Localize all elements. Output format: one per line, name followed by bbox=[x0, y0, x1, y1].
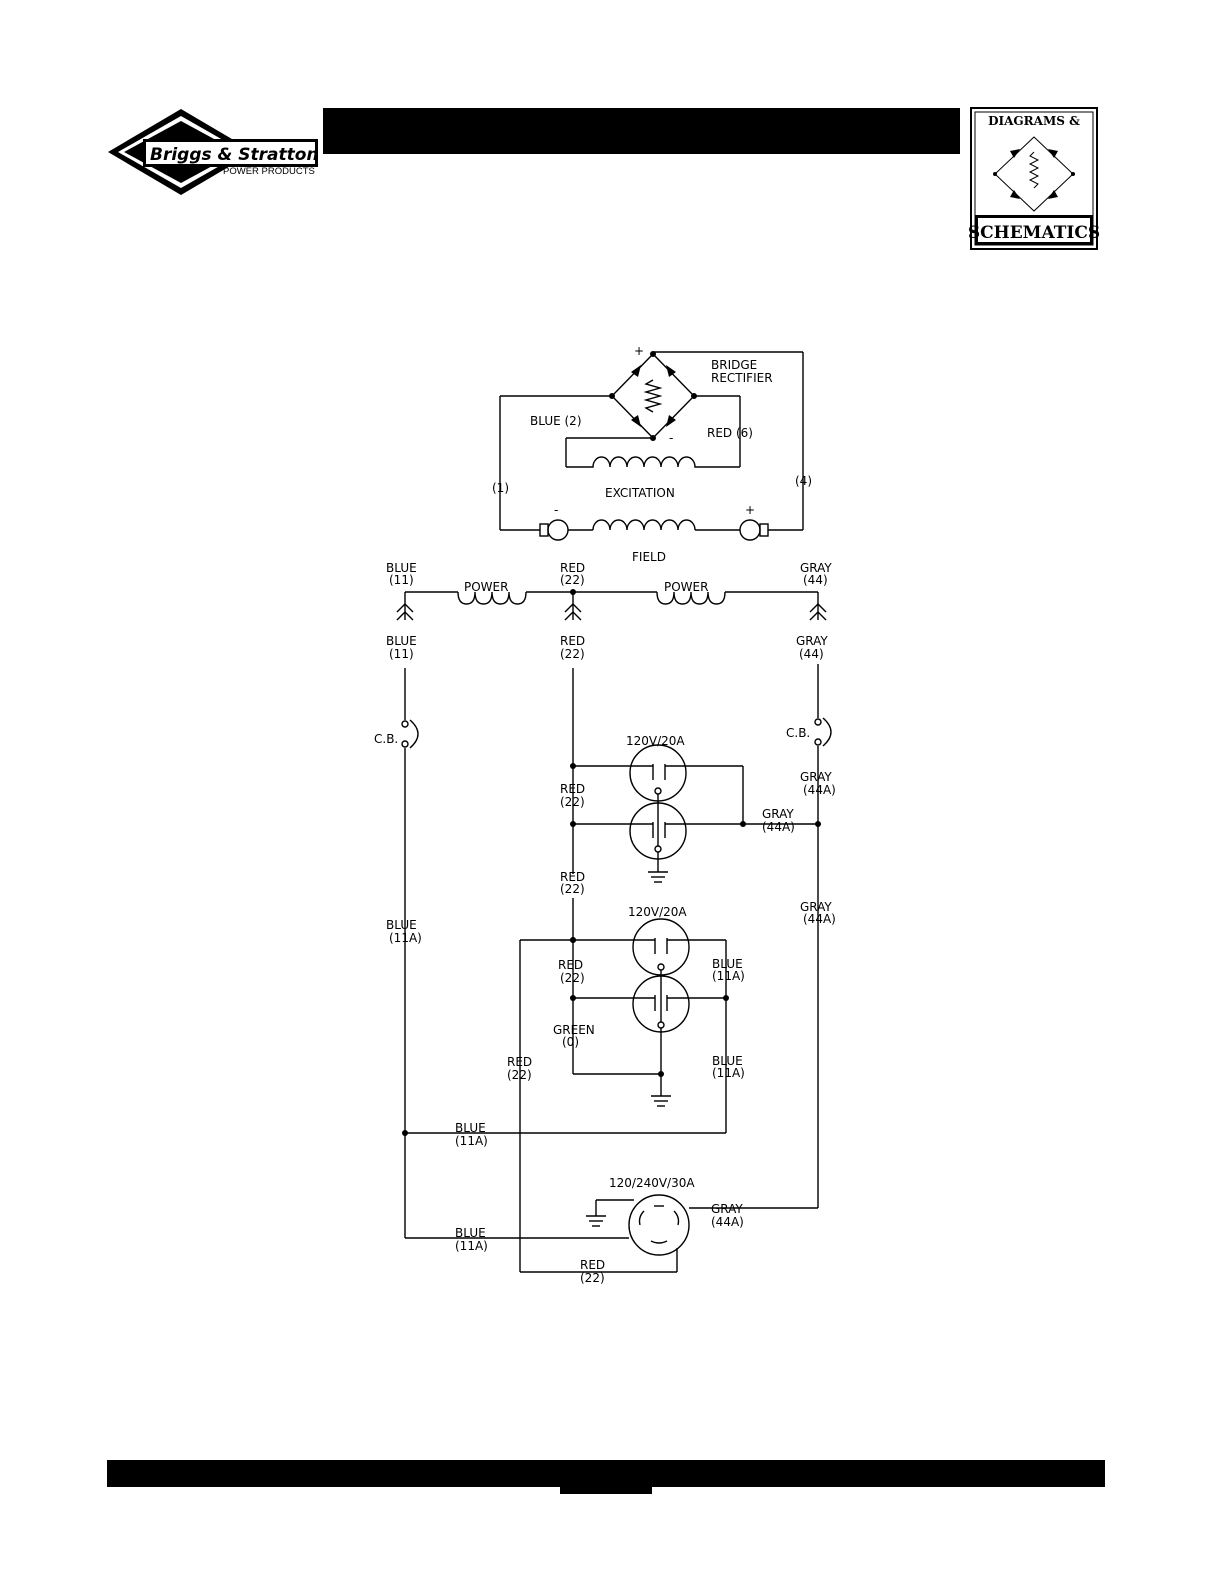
badge-top-text: DIAGRAMS & bbox=[988, 114, 1080, 128]
blue-11a-left-num: (11A) bbox=[389, 931, 422, 945]
rec1-gray-num: (44A) bbox=[762, 820, 795, 834]
rec2-blue-low-num: (11A) bbox=[712, 1066, 745, 1080]
bridge-label-1: BRIDGE bbox=[711, 358, 757, 372]
rec3-blue-num: (11A) bbox=[455, 1239, 488, 1253]
blue-11-label: BLUE bbox=[386, 634, 417, 648]
logo-name: Briggs & Stratton bbox=[150, 145, 319, 165]
field-plus: + bbox=[745, 503, 755, 517]
footer-tab bbox=[560, 1470, 652, 1494]
rec3-red-label: RED bbox=[580, 1258, 605, 1272]
wire-red-6: RED (6) bbox=[707, 426, 753, 440]
bridge-label-2: RECTIFIER bbox=[711, 371, 773, 385]
header-bar bbox=[323, 108, 960, 154]
gray-44a-right-num: (44A) bbox=[803, 783, 836, 797]
rec3-gray-num: (44A) bbox=[711, 1215, 744, 1229]
rec3-blue-label: BLUE bbox=[455, 1226, 486, 1240]
red-22-label: RED bbox=[560, 634, 585, 648]
blue-11a-h1-num: (11A) bbox=[455, 1134, 488, 1148]
circuit-breakers: C.B. C.B. GRAY (44A) GRAY (44A) BLUE (11… bbox=[374, 664, 836, 1238]
gray-44a-right-label: GRAY bbox=[800, 770, 832, 784]
blue-11a-left-label: BLUE bbox=[386, 918, 417, 932]
top-red-label: RED bbox=[560, 561, 585, 575]
receptacle-120-240v-30a: BLUE (11A) 120/240V/30A GRAY (44A) BLUE … bbox=[402, 937, 818, 1285]
rec2-blue-label: BLUE bbox=[712, 957, 743, 971]
rec1-red-below-label: RED bbox=[560, 870, 585, 884]
gray-44-num: (44) bbox=[799, 647, 824, 661]
top-red-num: (22) bbox=[560, 573, 585, 587]
cb-left-label: C.B. bbox=[374, 732, 398, 746]
cb-right-label: C.B. bbox=[786, 726, 810, 740]
rec3-gray-label: GRAY bbox=[711, 1202, 743, 1216]
rec2-title: 120V/20A bbox=[628, 905, 687, 919]
power-label-1: POWER bbox=[464, 580, 508, 594]
gray-44a-right-label-2: GRAY bbox=[800, 900, 832, 914]
rec2-red-num: (22) bbox=[560, 971, 585, 985]
top-gray-num: (44) bbox=[803, 573, 828, 587]
bridge-rectifier-section: + - BRIDGE RECTIFIER BLUE (2) RED (6) EX… bbox=[492, 344, 812, 564]
rec2-green-num: (0) bbox=[562, 1035, 579, 1049]
rec3-red-num: (22) bbox=[580, 1271, 605, 1285]
gray-44-label: GRAY bbox=[796, 634, 828, 648]
red-22-num: (22) bbox=[560, 647, 585, 661]
rec2-blue-num: (11A) bbox=[712, 969, 745, 983]
top-blue-label: BLUE bbox=[386, 561, 417, 575]
rec1-gray-label: GRAY bbox=[762, 807, 794, 821]
blue-11a-h1-label: BLUE bbox=[455, 1121, 486, 1135]
rec1-title: 120V/20A bbox=[626, 734, 685, 748]
brand-logo: Briggs & Stratton POWER PRODUCTS bbox=[108, 109, 319, 195]
top-blue-num: (11) bbox=[389, 573, 414, 587]
field-minus: - bbox=[554, 503, 558, 517]
bridge-plus: + bbox=[634, 344, 644, 358]
power-windings: BLUE (11) RED (22) GRAY (44) POWER POWER… bbox=[386, 561, 832, 661]
power-label-2: POWER bbox=[664, 580, 708, 594]
wire-4: (4) bbox=[795, 474, 812, 488]
badge-bottom-text: SCHEMATICS bbox=[968, 223, 1100, 243]
rec2-green-label: GREEN bbox=[553, 1023, 595, 1037]
bridge-minus: - bbox=[669, 431, 673, 445]
blue-11-num: (11) bbox=[389, 647, 414, 661]
rec3-title: 120/240V/30A bbox=[609, 1176, 695, 1190]
excitation-label: EXCITATION bbox=[605, 486, 675, 500]
gray-44a-right-num-2: (44A) bbox=[803, 912, 836, 926]
top-gray-label: GRAY bbox=[800, 561, 832, 575]
rec1-red-below-num: (22) bbox=[560, 882, 585, 896]
receptacle-120v-20a-2: 120V/20A RED (22) BLUE (11A) bbox=[507, 898, 745, 1133]
rec2-red-label: RED bbox=[558, 958, 583, 972]
diagrams-schematics-badge: DIAGRAMS & SCHEMATICS bbox=[968, 107, 1100, 250]
rec1-red-label: RED bbox=[560, 782, 585, 796]
wire-1: (1) bbox=[492, 481, 509, 495]
logo-subtitle: POWER PRODUCTS bbox=[223, 166, 315, 177]
rec1-red-num: (22) bbox=[560, 795, 585, 809]
rec2-blue-low-label: BLUE bbox=[712, 1054, 743, 1068]
wire-blue-2: BLUE (2) bbox=[530, 414, 582, 428]
receptacle-120v-20a-1: 120V/20A RED (22) GRAY (44A) RED bbox=[560, 668, 818, 896]
field-label: FIELD bbox=[632, 550, 666, 564]
